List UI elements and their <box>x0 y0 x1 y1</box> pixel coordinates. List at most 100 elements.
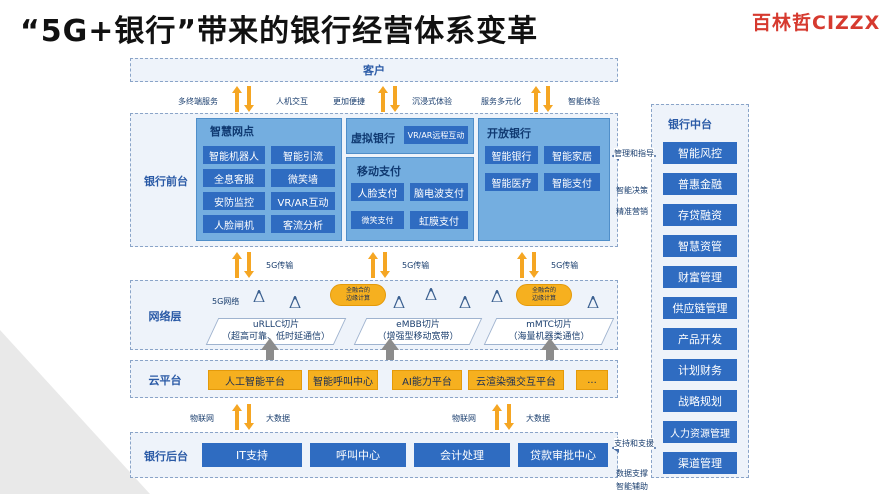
ai-platform-box: 人工智能平台 <box>208 370 302 390</box>
double-arrow-icon <box>232 404 254 430</box>
network-label: 网络层 <box>148 310 182 323</box>
front-office-label: 银行前台 <box>144 175 188 188</box>
vr-ar-interact-box: VR/AR互动 <box>271 192 335 210</box>
double-arrow-icon <box>492 404 514 430</box>
open-bank-title: 开放银行 <box>487 127 531 140</box>
antenna-tower-icon <box>459 296 471 308</box>
customer-arrow-label: 更加便捷 <box>333 97 365 106</box>
call-center-box: 呼叫中心 <box>310 443 406 467</box>
up-arrow-shaft <box>266 350 274 364</box>
embb-slice-label: eMBB切片 （增强型移动宽带） <box>360 319 476 343</box>
mmtc-slice-desc: （海量机器类通信） <box>508 332 590 342</box>
smart-risk-control-box: 智能风控 <box>663 142 737 164</box>
mmtc-slice-name: mMTC切片 <box>526 320 572 330</box>
guidance-label: 管理和指导 <box>614 148 654 159</box>
iot-label: 物联网 <box>190 414 214 423</box>
smart-call-center-box: 智能呼叫中心 <box>308 370 378 390</box>
customer-arrow-label: 沉浸式体验 <box>412 97 452 106</box>
customer-label: 客户 <box>363 64 385 77</box>
up-arrow-icon <box>381 338 399 350</box>
security-monitor-box: 安防监控 <box>203 192 265 210</box>
supply-chain-box: 供应链管理 <box>663 297 737 319</box>
smart-assist-label: 智能辅助 <box>616 482 648 491</box>
edge-computing-badge: 全融合的 边缘计算 <box>516 284 572 306</box>
double-arrow-icon <box>517 252 539 278</box>
marketing-label: 精准营销 <box>616 207 648 216</box>
edge-computing-badge: 全融合的 边缘计算 <box>330 284 386 306</box>
middle-office-column <box>651 104 749 478</box>
smart-robot-box: 智能机器人 <box>203 146 265 164</box>
antenna-tower-icon <box>393 296 405 308</box>
smart-pay-box: 智能支付 <box>544 173 600 191</box>
transfer-label: 5G传输 <box>551 261 579 270</box>
big-data-label: 大数据 <box>526 414 550 423</box>
decision-label: 智能决策 <box>616 186 648 195</box>
product-dev-box: 产品开发 <box>663 328 737 350</box>
brainwave-pay-box: 脑电波支付 <box>410 183 468 201</box>
antenna-tower-icon <box>491 290 503 302</box>
corner-decoration <box>0 330 150 494</box>
cloud-render-box: 云渲染强交互平台 <box>468 370 564 390</box>
smile-wall-box: 微笑墙 <box>271 169 335 187</box>
hr-mgmt-box: 人力资源管理 <box>663 421 737 443</box>
iot-label: 物联网 <box>452 414 476 423</box>
deposit-loan-box: 存贷融资 <box>663 204 737 226</box>
smart-outlet-title: 智慧网点 <box>210 125 254 138</box>
holographic-service-box: 全息客服 <box>203 169 265 187</box>
smart-guide-box: 智能引流 <box>271 146 335 164</box>
wealth-mgmt-box: 财富管理 <box>663 266 737 288</box>
double-arrow-icon <box>378 86 400 112</box>
customer-arrow-label: 服务多元化 <box>481 97 521 106</box>
back-office-label: 银行后台 <box>144 450 188 463</box>
antenna-tower-icon <box>425 288 437 300</box>
smart-medical-box: 智能医疗 <box>485 173 538 191</box>
more-box: ... <box>576 370 608 390</box>
double-arrow-icon <box>232 252 254 278</box>
up-arrow-shaft <box>386 350 394 364</box>
antenna-tower-icon <box>587 296 599 308</box>
accounting-box: 会计处理 <box>414 443 510 467</box>
it-support-box: IT支持 <box>202 443 302 467</box>
face-gate-box: 人脸闸机 <box>203 215 265 233</box>
inclusive-finance-box: 普惠金融 <box>663 173 737 195</box>
brand-logo: 百林哲CIZZX <box>752 12 881 34</box>
support-label: 支持和支援 <box>614 438 654 449</box>
big-data-label: 大数据 <box>266 414 290 423</box>
customer-arrow-label: 人机交互 <box>276 97 308 106</box>
customer-layer: 客户 <box>130 58 618 82</box>
antenna-tower-icon <box>289 296 301 308</box>
channel-mgmt-box: 渠道管理 <box>663 452 737 474</box>
smart-asset-mgmt-box: 智慧资管 <box>663 235 737 257</box>
up-arrow-icon <box>541 338 559 350</box>
ai-capability-box: AI能力平台 <box>392 370 462 390</box>
planning-finance-box: 计划财务 <box>663 359 737 381</box>
page-title: “5G+银行”带来的银行经营体系变革 <box>20 14 539 49</box>
urllc-slice-desc: （超高可靠、低时延通信） <box>221 332 330 342</box>
double-arrow-icon <box>368 252 390 278</box>
double-arrow-icon <box>232 86 254 112</box>
traffic-analysis-box: 客流分析 <box>271 215 335 233</box>
urllc-slice-label: uRLLC切片 （超高可靠、低时延通信） <box>212 319 340 343</box>
strategy-planning-box: 战略规划 <box>663 390 737 412</box>
embb-slice-name: eMBB切片 <box>396 320 440 330</box>
face-pay-box: 人脸支付 <box>351 183 404 201</box>
transfer-label: 5G传输 <box>266 261 294 270</box>
middle-office-label: 银行中台 <box>668 118 712 131</box>
customer-arrow-label: 智能体验 <box>568 97 600 106</box>
double-arrow-icon <box>531 86 553 112</box>
urllc-slice-name: uRLLC切片 <box>252 320 300 330</box>
up-arrow-icon <box>261 338 279 350</box>
data-support-label: 数据支撑 <box>616 469 648 478</box>
up-arrow-shaft <box>546 350 554 364</box>
transfer-label: 5G传输 <box>402 261 430 270</box>
vr-ar-remote-box: VR/AR远程互动 <box>404 126 468 144</box>
mobile-pay-title: 移动支付 <box>357 165 401 178</box>
loan-approval-box: 贷款审批中心 <box>518 443 608 467</box>
smile-pay-box: 微笑支付 <box>351 211 404 229</box>
customer-arrow-label: 多终端服务 <box>178 97 218 106</box>
iris-pay-box: 虹膜支付 <box>410 211 468 229</box>
5g-network-label: 5G网络 <box>212 297 240 306</box>
antenna-tower-icon <box>253 290 265 302</box>
virtual-bank-title: 虚拟银行 <box>351 132 395 145</box>
cloud-label: 云平台 <box>148 374 182 387</box>
